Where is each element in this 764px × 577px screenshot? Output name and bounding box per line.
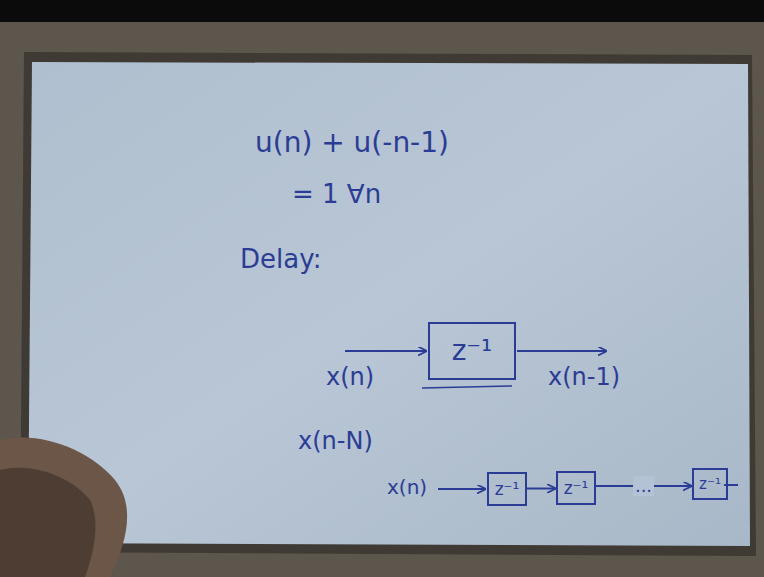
signal-arrow: [527, 488, 555, 490]
delay-symbol: z⁻¹: [564, 479, 589, 498]
delay-box: z⁻¹: [692, 468, 728, 500]
delay-symbol: z⁻¹: [699, 476, 721, 493]
handwritten-label: x(n-N): [298, 428, 373, 454]
ellipsis-label: ...: [633, 476, 654, 496]
handwritten-label: u(n) + u(-n-1): [255, 128, 449, 159]
handwritten-label: = 1 ∀n: [292, 180, 381, 209]
chain-input-arrow: [438, 488, 485, 490]
delay-box: z⁻¹: [428, 322, 516, 380]
input-arrow: [345, 350, 426, 352]
handwritten-label: Delay:: [240, 245, 321, 274]
delay-symbol: z⁻¹: [495, 480, 520, 499]
paper-sheet: [28, 62, 750, 546]
underline-stroke: [422, 386, 512, 388]
hand: [0, 437, 127, 577]
paper-shadow: [20, 52, 756, 556]
delay-box: z⁻¹: [556, 471, 596, 505]
handwritten-label: x(n): [326, 364, 374, 390]
handwritten-label: x(n): [387, 476, 427, 498]
handwritten-label: x(n-1): [548, 364, 620, 390]
delay-box: z⁻¹: [487, 472, 527, 506]
top-band: [0, 0, 764, 22]
delay-symbol: z⁻¹: [452, 336, 493, 367]
output-arrow: [517, 350, 606, 352]
hand-shadow: [0, 468, 95, 577]
